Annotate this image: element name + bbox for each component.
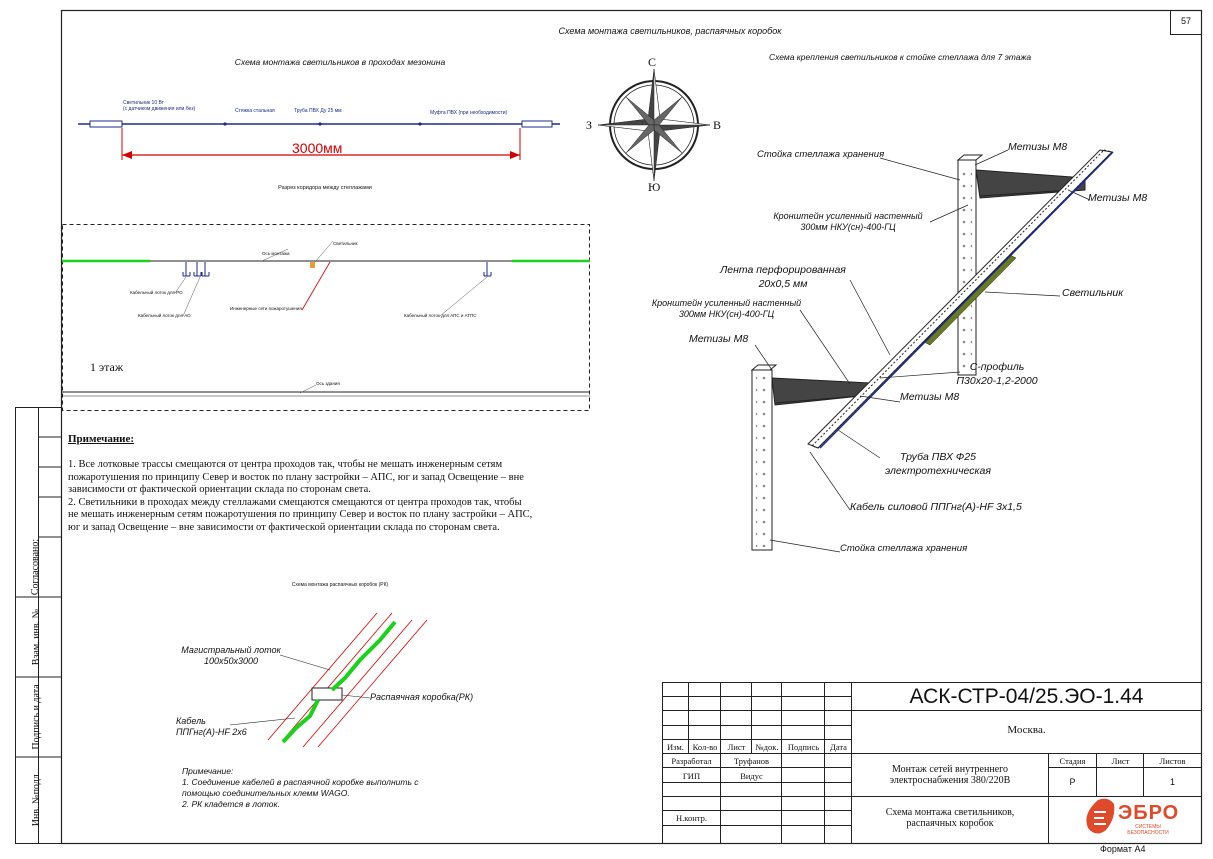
note-line: 2. Светильники в проходах между стеллажа… — [68, 496, 522, 508]
box-cable-line2: ППГнг(А)-HF 2х6 — [176, 727, 247, 737]
mez-label-coupling: Муфта ПВХ (при необходимости) — [430, 110, 508, 116]
box-title: Схема монтажа распаячных коробок (РК) — [291, 582, 389, 588]
rack-hw2: Метизы М8 — [1088, 192, 1148, 204]
note-line: пожаротушения по принципу Север и восток… — [68, 471, 524, 483]
rack-cable: Кабель силовой ППГнг(А)-HF 3х1,5 — [850, 501, 1022, 513]
corr-lbl-tray3: Кабельный лоток для АПС и АТПС — [404, 313, 477, 318]
box-note-line: 2. РК кладется в лоток. — [182, 799, 280, 809]
rack-hw4: Метизы М8 — [900, 391, 960, 403]
role-developer: Разработал — [671, 756, 712, 766]
corr-lbl-floor: Ось здания — [316, 381, 340, 386]
rack-cprof-line2: П30х20-1,2-2000 — [956, 375, 1038, 387]
stage-header: Стадия — [1059, 756, 1086, 766]
note-line: 1. Все лотковые трассы смещаются от цент… — [68, 459, 503, 470]
box-note-heading: Примечание: — [182, 766, 234, 776]
compass-south: Ю — [648, 180, 661, 194]
mez-label-pipe: Труба ПВХ Ду 25 мм — [294, 108, 342, 114]
drawing-line2: распаячных коробок — [906, 818, 994, 829]
rack-bracket1-line1: Кронштейн усиленный настенный — [773, 211, 923, 221]
col-doc: №док. — [755, 742, 779, 752]
rack-stand-top: Стойка стеллажа хранения — [757, 149, 885, 160]
box-cable-line1: Кабель — [176, 716, 206, 726]
rack-hw3: Метизы М8 — [689, 333, 749, 345]
page-number: 57 — [1180, 16, 1191, 26]
sheet-header: Лист — [1111, 756, 1130, 766]
mez-label-cable: Стяжка стальная — [235, 108, 275, 114]
corr-lbl-lamp: Светильник — [333, 241, 358, 246]
rack-pipe-line1: Труба ПВХ Ф25 — [900, 451, 976, 463]
rack-cprof-line1: С-профиль — [969, 361, 1025, 373]
corridor-title: Разрез коридора между стеллажами — [278, 185, 372, 191]
note-line: юг и запад Освещение – вне зависимости о… — [68, 521, 500, 533]
rack-bracket2-line2: 300мм НКУ(сн)-400-ГЦ — [678, 309, 775, 319]
col-list: Лист — [727, 742, 746, 752]
logo-sub2: БЕЗОПАСНОСТИ — [1127, 830, 1169, 836]
notes-heading: Примечание: — [68, 433, 135, 445]
corr-lbl-tray2: Кабельный лоток для АО — [138, 313, 191, 318]
mez-label-lamp: Светильник 10 Вт — [123, 100, 164, 106]
city: Москва. — [1007, 724, 1046, 736]
notes-body: 1. Все лотковые трассы смещаются от цент… — [68, 459, 588, 534]
box-tray-line1: Магистральный лоток — [181, 645, 281, 655]
sheets-value: 1 — [1169, 777, 1175, 787]
drawing-line1: Схема монтажа светильников, — [885, 807, 1015, 818]
role-gip: ГИП — [682, 771, 701, 781]
col-izm: Изм. — [667, 742, 684, 752]
rack-lamp: Светильник — [1062, 287, 1124, 299]
note-line: не мешать инженерным сетям пожаротушения… — [68, 509, 533, 520]
logo-text: ЭБРО — [1118, 802, 1180, 824]
rack-stand-bottom: Стойка стеллажа хранения — [840, 543, 968, 554]
rack-bracket1-line2: 300мм НКУ(сн)-400-ГЦ — [800, 222, 896, 232]
name-gip: Видус — [740, 771, 763, 781]
project-line2: электроснабжения 380/220В — [889, 775, 1011, 786]
role-norm-control: Н.контр. — [676, 813, 707, 823]
box-tray-line2: 100х50х3000 — [203, 656, 259, 666]
box-note-line: помощью соединительных клемм WAGO. — [182, 788, 350, 798]
corr-floor-label: 1 этаж — [90, 360, 124, 374]
rack-hw1: Метизы М8 — [1008, 141, 1068, 153]
col-sign: Подпись — [787, 742, 820, 752]
box-junction-label: Распаячная коробка(РК) — [370, 692, 474, 702]
mez-dimension: 3000мм — [292, 140, 343, 156]
note-line: зависимости от фактической ориентации ск… — [68, 484, 371, 495]
compass-west: З — [586, 118, 593, 132]
rack-pipe-line2: электротехническая — [885, 465, 991, 477]
rack-bracket2-line1: Кронштейн усиленный настенный — [651, 298, 802, 308]
doc-code: АСК-СТР-04/25.ЭО-1.44 — [909, 685, 1144, 708]
stage-value: Р — [1069, 777, 1076, 787]
corr-lbl-networks: Инженерные сети пожаротушения — [230, 306, 302, 311]
main-title: Схема монтажа светильников, распаячных к… — [558, 26, 782, 36]
mez-label-lamp2: (с датчиком движения или без) — [123, 106, 196, 112]
name-developer: Труфанов — [733, 756, 770, 766]
compass-north: С — [648, 55, 657, 69]
col-date: Дата — [830, 742, 847, 752]
box-note-line: 1. Соединение кабелей в распаячной короб… — [182, 777, 419, 787]
project-line1: Монтаж сетей внутреннего — [892, 764, 1008, 775]
mezzanine-title: Схема монтажа светильников в проходах ме… — [234, 57, 446, 67]
format-label: Формат А4 — [1100, 844, 1146, 854]
sheets-header: Листов — [1159, 756, 1186, 766]
logo-sub1: СИСТЕМЫ — [1135, 824, 1161, 830]
compass-east: В — [713, 118, 722, 132]
corr-lbl-top-line: Ось монтажа — [262, 251, 290, 256]
rack-title: Схема крепления светильников к стойке ст… — [768, 52, 1032, 62]
col-kol: Кол-во — [692, 742, 718, 752]
rack-tape-line2: 20х0,5 мм — [758, 278, 808, 290]
rack-tape-line1: Лента перфорированная — [720, 264, 846, 276]
corr-lbl-tray1: Кабельный лоток для РО — [130, 290, 183, 295]
